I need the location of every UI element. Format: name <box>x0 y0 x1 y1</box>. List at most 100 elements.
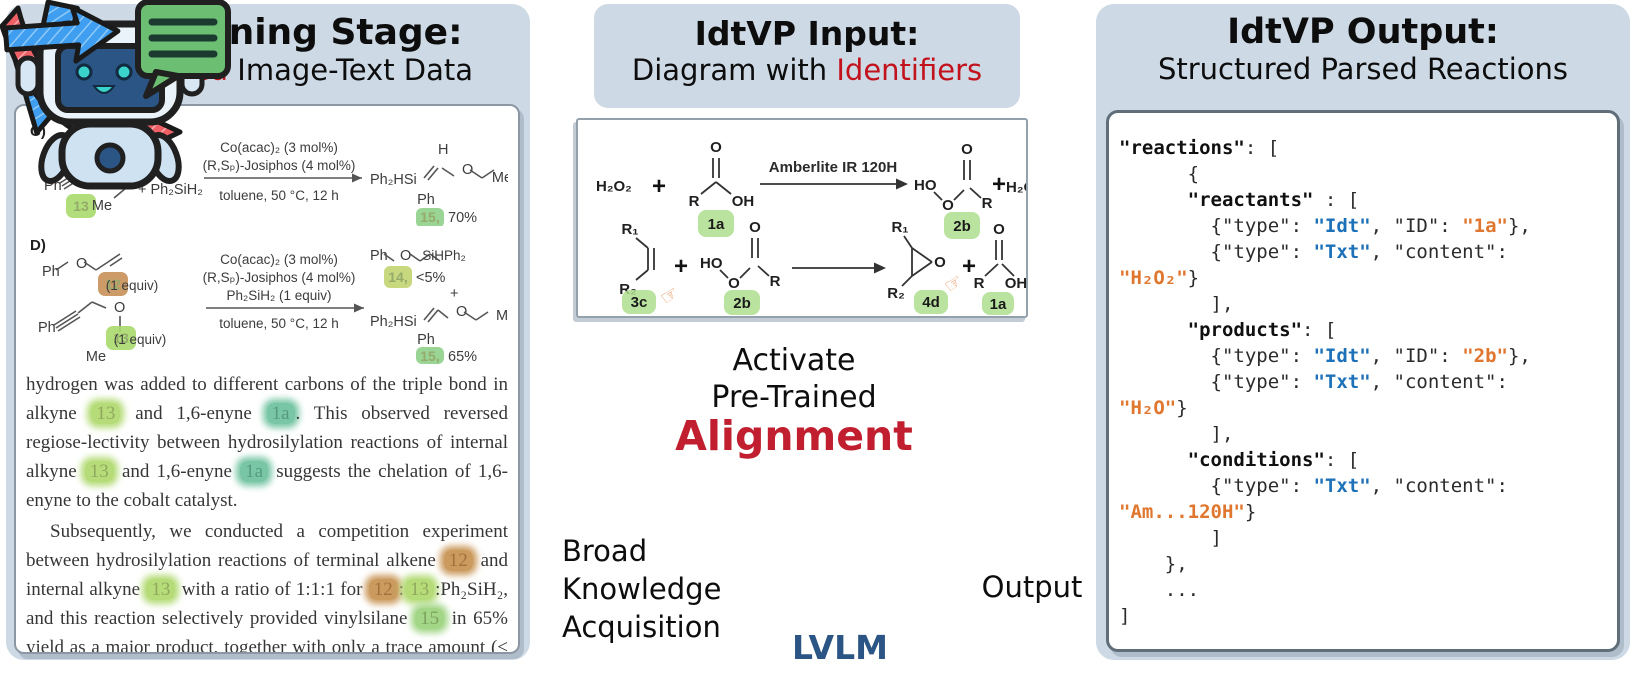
paragraph-text: and 1,6-enyne <box>114 461 240 482</box>
chem-oh: OH <box>1005 275 1026 292</box>
pretraining-panel: Pre-training Stage: Interleaved Image-Te… <box>6 4 530 660</box>
code-line: {"type": "Txt", "content": <box>1119 475 1508 497</box>
chem-o: O <box>76 256 87 272</box>
plus-sign: + <box>962 253 976 280</box>
chem-r1: R₁ <box>891 219 908 236</box>
highlight-blob-3c <box>622 290 656 314</box>
identifier-15: 15, <box>420 348 439 364</box>
equiv-label: (1 equiv) <box>114 332 167 347</box>
robot-smile <box>92 85 116 94</box>
condition-1: Co(acac)₂ (3 mol%) <box>220 252 338 267</box>
identifier-highlight-13: 13 <box>405 579 435 600</box>
robot-left-eye <box>75 63 93 81</box>
identifier-13: 13 <box>113 330 129 346</box>
identifier-highlight-12: 12 <box>443 550 473 571</box>
chem-o: O <box>114 300 125 316</box>
scheme-d-figure: D) Ph O 12 (1 equiv) Ph O 13 (1 equiv) M… <box>30 237 508 365</box>
idtvp-output-panel: IdtVP Output: Structured Parsed Reaction… <box>1096 4 1630 660</box>
code-line: ], <box>1119 293 1234 315</box>
chem-o: O <box>400 248 411 264</box>
paragraph-text: Subsequently, we conducted a competition… <box>26 521 508 571</box>
identifiers-label: Identifiers <box>836 53 983 87</box>
broad-line: Broad <box>562 534 648 568</box>
code-line: ] <box>1119 527 1222 549</box>
product-silyl: Ph₂HSi <box>370 314 417 330</box>
identifier-3c: 3c <box>631 294 648 311</box>
robot-belly-button <box>94 142 126 174</box>
code-line: ], <box>1119 423 1234 445</box>
image-text-data-label: Image-Text Data <box>228 53 474 87</box>
alignment-label: Alignment <box>675 412 913 460</box>
broad-knowledge-label: Broad Knowledge Acquisition <box>562 532 792 646</box>
output-arrow-icon <box>2 4 121 64</box>
condition-amberlite: Amberlite IR 120H <box>769 159 897 176</box>
chem-o: O <box>961 141 973 158</box>
chem-ph: Ph <box>38 320 56 336</box>
robot-lvlm-icon <box>15 0 231 190</box>
reaction-arrowhead <box>354 303 364 313</box>
code-line: ... <box>1119 579 1200 601</box>
chem-ph: Ph <box>42 264 60 280</box>
paragraph-text: and 1,6-enyne <box>121 403 266 424</box>
chem-r: R <box>974 275 985 292</box>
plus-sign: + <box>674 253 688 280</box>
chem-ph: Ph <box>370 248 388 264</box>
chem-ho: HO <box>700 255 723 272</box>
paper-snippet: C) Ph O 13 Me + Ph₂SiH₂ Co(acac)₂ (3 mol… <box>14 104 520 654</box>
chem-r1: R₁ <box>621 221 638 238</box>
yield-value: <5% <box>416 270 446 286</box>
condition-4: toluene, 50 °C, 12 h <box>219 316 338 331</box>
code-line: "reactants" : [ <box>1187 189 1360 211</box>
paragraph-text: . This observed reversed regiose-lectivi… <box>26 403 508 482</box>
reactant-h2o2: H₂O₂ <box>596 178 632 195</box>
product-silyl: Ph₂HSi <box>370 172 417 188</box>
silane-reagent: + Ph₂SiH₂ <box>138 182 203 198</box>
identifier-highlight-1a: 1a <box>240 461 269 482</box>
highlight-blob-1a <box>982 292 1014 315</box>
chem-r: R <box>770 273 781 290</box>
identifier-1a: 1a <box>990 296 1007 313</box>
reaction-arrowhead <box>352 173 362 183</box>
identifier-highlight-13: 13 <box>146 579 176 600</box>
highlight-blob-1a <box>698 210 734 237</box>
pointing-hand-icon: ☞ <box>656 282 683 310</box>
paragraph-text: with a ratio of 1:1:1 for <box>176 579 368 600</box>
condition-2: (R,Sₚ)-Josiphos (4 mol%) <box>203 270 356 285</box>
chem-h: H <box>438 142 448 158</box>
reaction-arrowhead <box>874 262 886 274</box>
code-line: "H₂O"} <box>1119 397 1188 419</box>
chem-oh: OH <box>732 193 755 210</box>
json-code: "reactions": [ { "reactants" : [ {"type"… <box>1119 135 1613 629</box>
activate-line: Activate <box>732 343 856 378</box>
chem-ho: HO <box>914 177 937 194</box>
chem-o: O <box>456 304 467 320</box>
code-line: {"type": "Txt", "content": <box>1119 371 1508 393</box>
output-label: Output <box>981 570 1083 604</box>
identifier-2b: 2b <box>733 295 751 312</box>
paragraph-text: suggests the chelation of 1,6-enyne to t… <box>26 461 508 511</box>
paragraph-text: and internal alkyne <box>26 550 508 600</box>
reaction-arrowhead <box>896 178 908 190</box>
paragraph-text: in 65% yield as a major product, togethe… <box>26 608 508 654</box>
equiv-label: (1 equiv) <box>106 278 159 293</box>
plus-sign: + <box>992 171 1006 198</box>
highlight-blob-2b <box>944 212 980 239</box>
highlight-blob-4d <box>914 290 948 314</box>
code-line: {"type": "Txt", "content": <box>1119 241 1508 263</box>
chem-o: O <box>934 254 946 271</box>
highlight-blob-12 <box>98 272 128 296</box>
code-line: ] <box>1119 605 1131 627</box>
speech-bubble-icon <box>135 0 231 99</box>
identifier-12: 12 <box>105 276 121 292</box>
condition-2: (R,Sₚ)-Josiphos (4 mol%) <box>203 158 356 173</box>
chem-ph: Ph <box>417 332 435 348</box>
pretrained-line: Pre-Trained <box>711 380 877 415</box>
code-line: }, <box>1119 553 1188 575</box>
chem-o: O <box>462 162 473 178</box>
plus-sign: + <box>450 286 458 302</box>
chem-r2: R₂ <box>887 285 905 302</box>
idtvp-input-panel: IdtVP Input: Diagram with Identifiers <box>594 4 1020 108</box>
condition-3: Ph₂SiH₂ (1 equiv) <box>226 288 331 303</box>
parsed-reactions-code-box: "reactions": [ { "reactants" : [ {"type"… <box>1106 110 1620 652</box>
acquisition-line: Acquisition <box>562 610 721 644</box>
